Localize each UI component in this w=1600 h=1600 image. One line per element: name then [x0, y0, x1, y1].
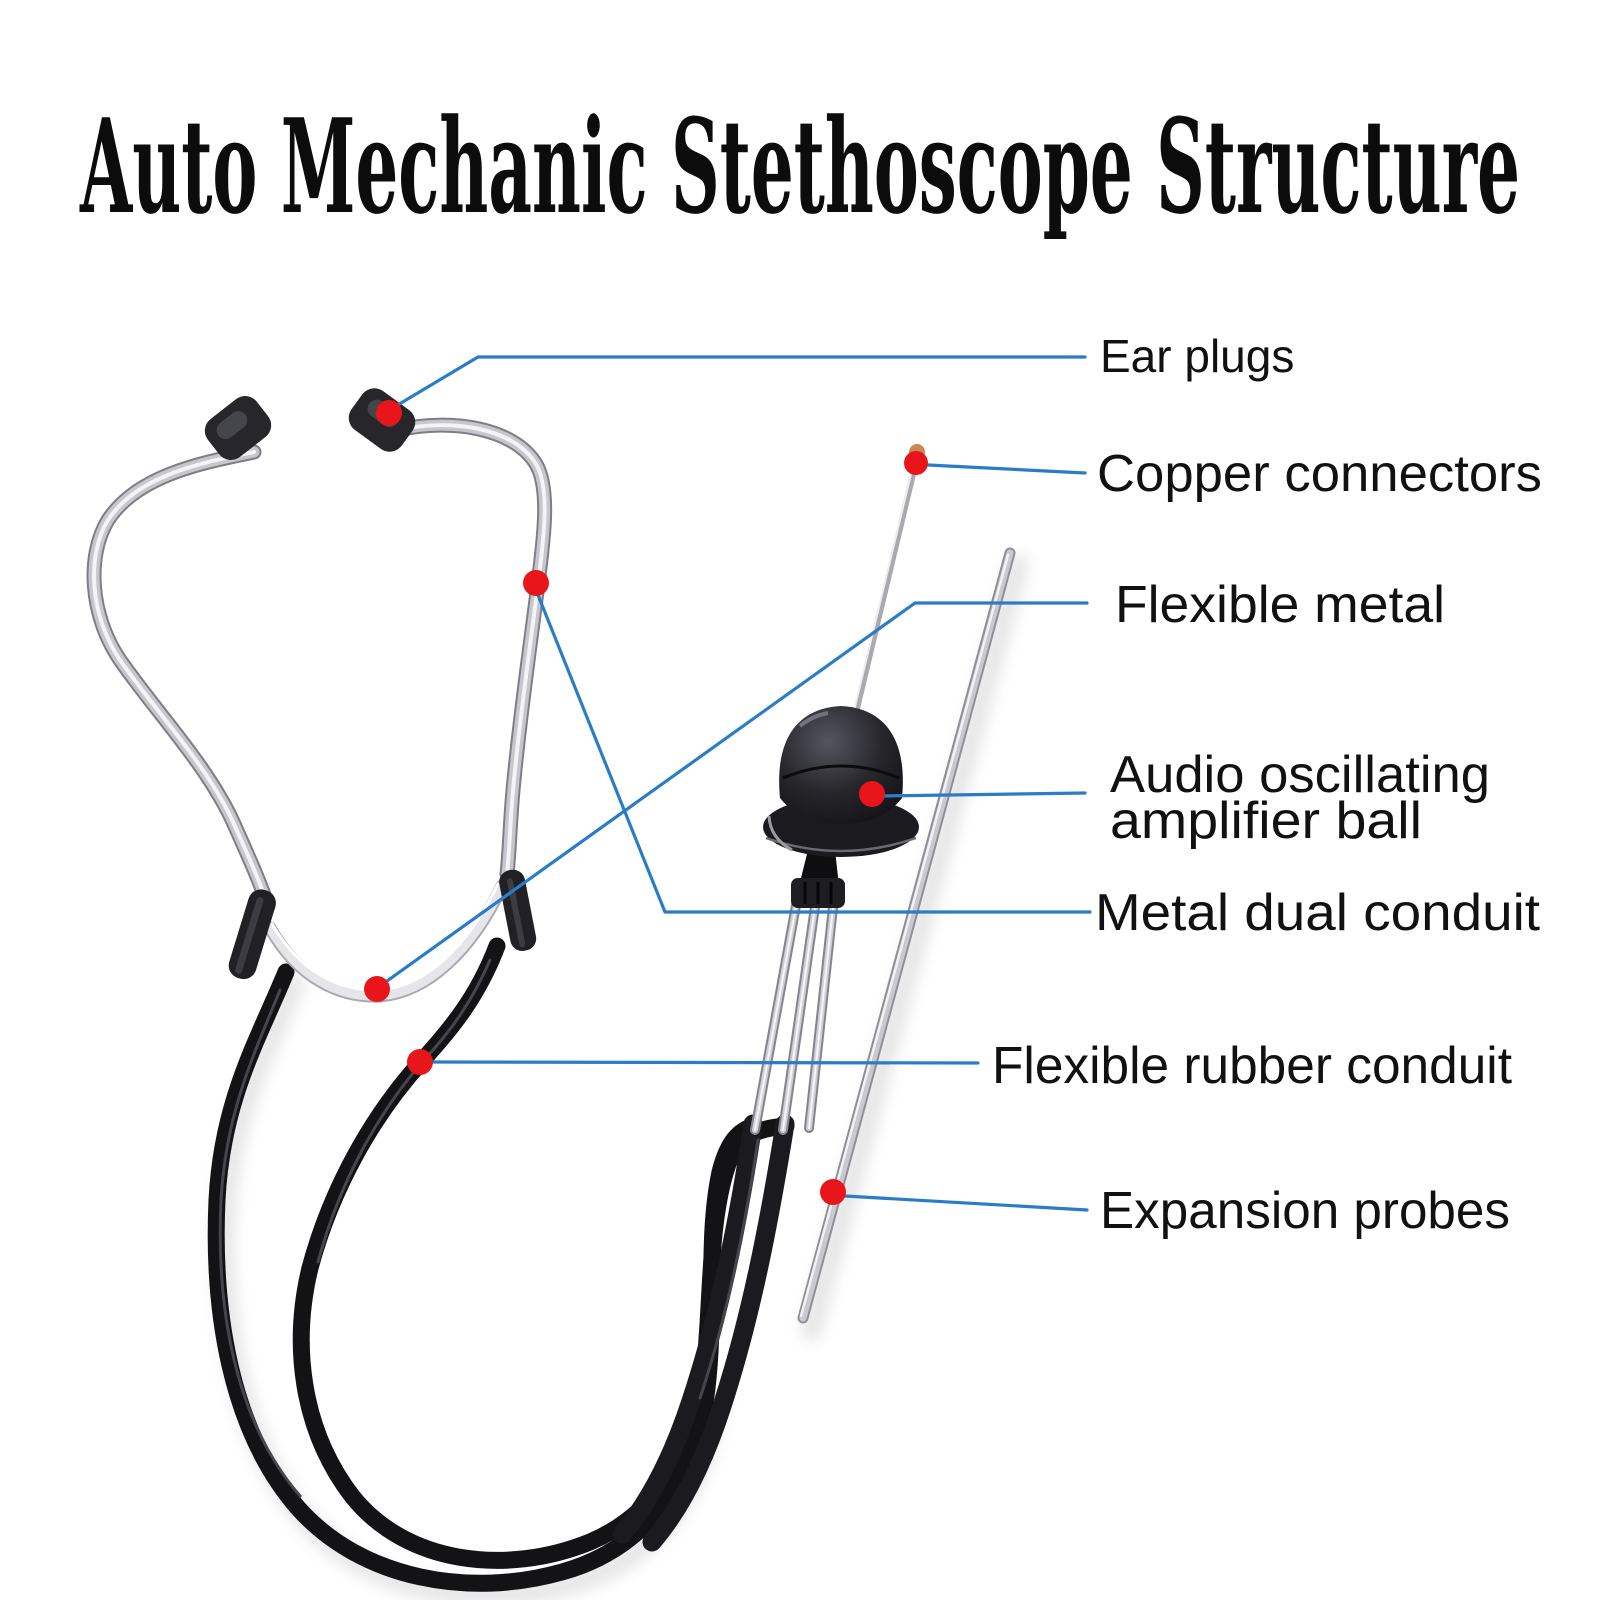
leader-flexible-metal — [378, 601, 1089, 988]
marker-ear-plugs — [376, 400, 402, 426]
marker-amplifier-ball — [859, 781, 885, 807]
label-ear-plugs: Ear plugs — [1100, 330, 1294, 382]
copper-connector-rod — [846, 444, 925, 745]
ball-conduit-sleeve-right — [642, 1114, 795, 1552]
ball-conduit-sleeve-left — [612, 1114, 763, 1544]
ball-ferrule — [791, 878, 845, 908]
leader-flexible-rubber-conduit — [430, 1060, 980, 1065]
right-rubber-conduit — [292, 937, 795, 1569]
ball-sleeve-highlight — [698, 1138, 760, 1400]
amplifier-ball-dome — [779, 706, 903, 824]
part-labels: Ear plugs Copper connectors Flexible met… — [992, 330, 1542, 1240]
leader-lines — [378, 355, 1092, 1212]
dome-groove — [782, 764, 900, 780]
ball-neck — [799, 850, 839, 886]
marker-expansion-probes — [820, 1179, 846, 1205]
label-copper-connectors: Copper connectors — [1097, 445, 1542, 503]
leader-expansion-probes — [843, 1194, 1089, 1212]
leader-ear-plugs — [394, 355, 1087, 408]
left-tube-sleeve — [228, 889, 276, 980]
label-expansion-probes: Expansion probes — [1100, 1182, 1510, 1240]
dome-glint — [798, 711, 829, 728]
leader-copper-connectors — [926, 463, 1087, 475]
marker-flexible-rubber-conduit — [407, 1049, 433, 1075]
left-ear-plug — [204, 396, 272, 460]
label-amplifier-ball: amplifier ball — [1110, 792, 1422, 850]
marker-copper-connector — [904, 451, 928, 475]
page-title: Auto Mechanic Stethoscope Structure — [79, 90, 1520, 243]
metal-dual-conduit-pipes — [750, 893, 839, 1135]
photo-shadows — [213, 554, 1029, 1600]
marker-metal-dual-conduit — [523, 570, 549, 596]
point-markers — [364, 400, 928, 1205]
left-ear-tube — [86, 444, 276, 914]
right-tube-sleeve — [499, 869, 537, 952]
label-flexible-rubber-conduit: Flexible rubber conduit — [992, 1037, 1513, 1095]
leader-metal-dual-conduit — [534, 588, 1092, 914]
label-metal-dual-conduit: Metal dual conduit — [1095, 884, 1541, 942]
leader-amplifier-ball — [880, 791, 1087, 798]
shadow-probe — [800, 554, 1029, 1341]
right-ear-tube — [390, 417, 553, 882]
label-flexible-metal: Flexible metal — [1115, 576, 1445, 634]
marker-flexible-metal — [364, 976, 390, 1002]
rubber-highlight — [218, 988, 302, 1498]
binaural-spring-face — [265, 881, 507, 1001]
amplifier-ball-unit — [612, 444, 925, 1552]
label-audio-oscillating: Audio oscillating — [1110, 746, 1490, 804]
